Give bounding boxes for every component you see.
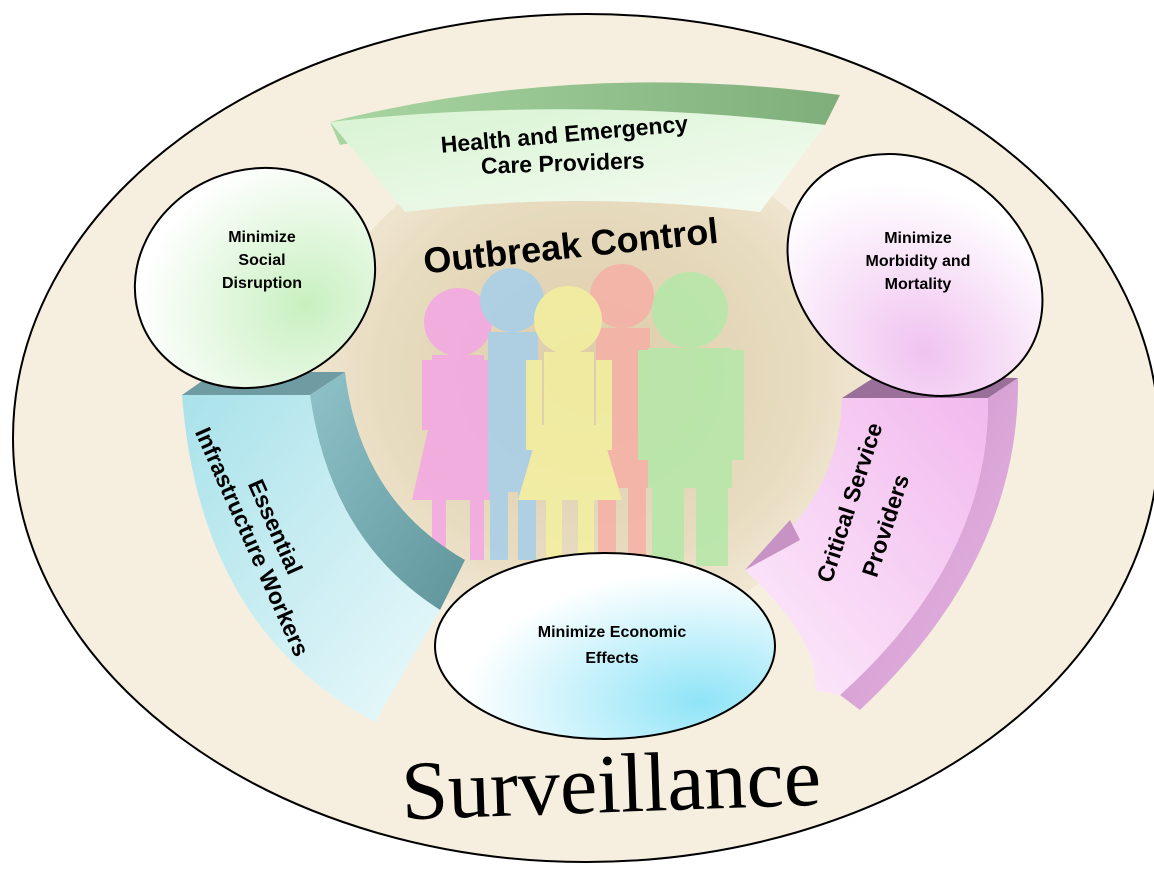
goal-morbidity-line2: Morbidity and — [866, 253, 971, 270]
goal-morbidity-line1: Minimize — [884, 230, 952, 247]
goal-morbidity-mortality — [786, 153, 1044, 397]
surveillance-label: Surveillance — [400, 731, 823, 839]
health-band — [330, 82, 840, 212]
goal-economic-effects — [434, 552, 776, 740]
health-band-label-line2: Care Providers — [480, 147, 644, 179]
goal-social-disruption — [133, 166, 377, 390]
goal-social-line3: Disruption — [222, 275, 302, 292]
goal-social-line2: Social — [238, 252, 285, 269]
people-icon — [412, 264, 744, 566]
goal-economic-line2: Effects — [585, 650, 638, 667]
goal-morbidity-line3: Mortality — [885, 276, 952, 293]
goal-social-line1: Minimize — [228, 229, 296, 246]
goal-economic-line1: Minimize Economic — [538, 624, 687, 641]
